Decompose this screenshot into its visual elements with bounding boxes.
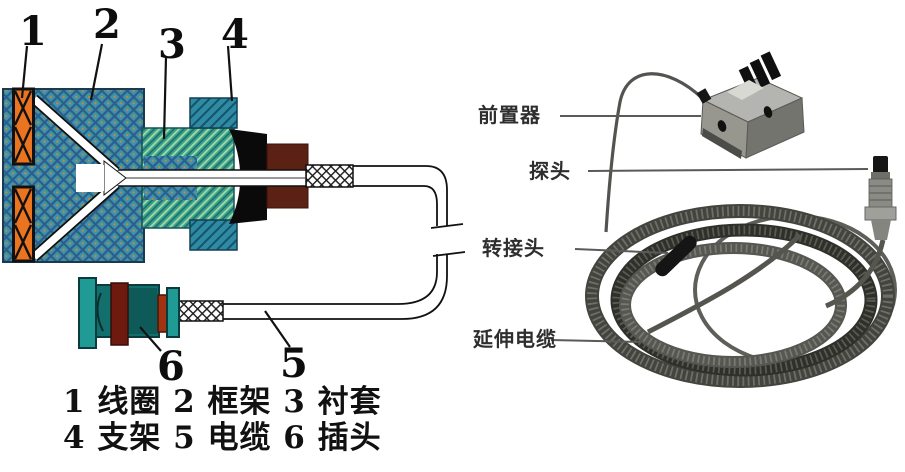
label-adapter: 转接头 [482, 236, 545, 260]
probe-assembly-photo [550, 51, 897, 388]
bracket-bottom [189, 219, 238, 251]
label-proximitor: 前置器 [478, 103, 541, 127]
bracket-top [189, 97, 238, 129]
lead-channels [30, 94, 127, 262]
cable-braid-bottom [176, 300, 224, 322]
part-number-5: 5 [280, 340, 308, 387]
proximitor-box [696, 51, 805, 159]
cable-braid-top [305, 164, 354, 188]
part-number-4: 4 [221, 11, 249, 58]
probe-cable [825, 239, 886, 309]
adapter-sleeve [655, 235, 697, 277]
extension-cable-coil [585, 204, 895, 388]
caption-line-1: 1 线圈 2 框架 3 衬套 [63, 384, 382, 420]
probe-cross-section [2, 43, 466, 352]
coil-part [12, 87, 35, 263]
label-probe: 探头 [529, 159, 571, 183]
part-number-6: 6 [157, 343, 185, 390]
part-leader-lines [20, 43, 291, 352]
part-number-1: 1 [19, 8, 47, 55]
photo-leader-lines [550, 115, 869, 343]
probe-tip [864, 156, 897, 240]
plug-part [78, 277, 180, 349]
part-number-2: 2 [93, 1, 121, 48]
part-number-3: 3 [158, 21, 186, 68]
caption-line-2: 4 支架 5 电缆 6 插头 [63, 420, 382, 456]
cable-part [222, 165, 466, 320]
label-extension-cable: 延伸电缆 [473, 327, 557, 351]
proximitor-cable [604, 72, 704, 233]
